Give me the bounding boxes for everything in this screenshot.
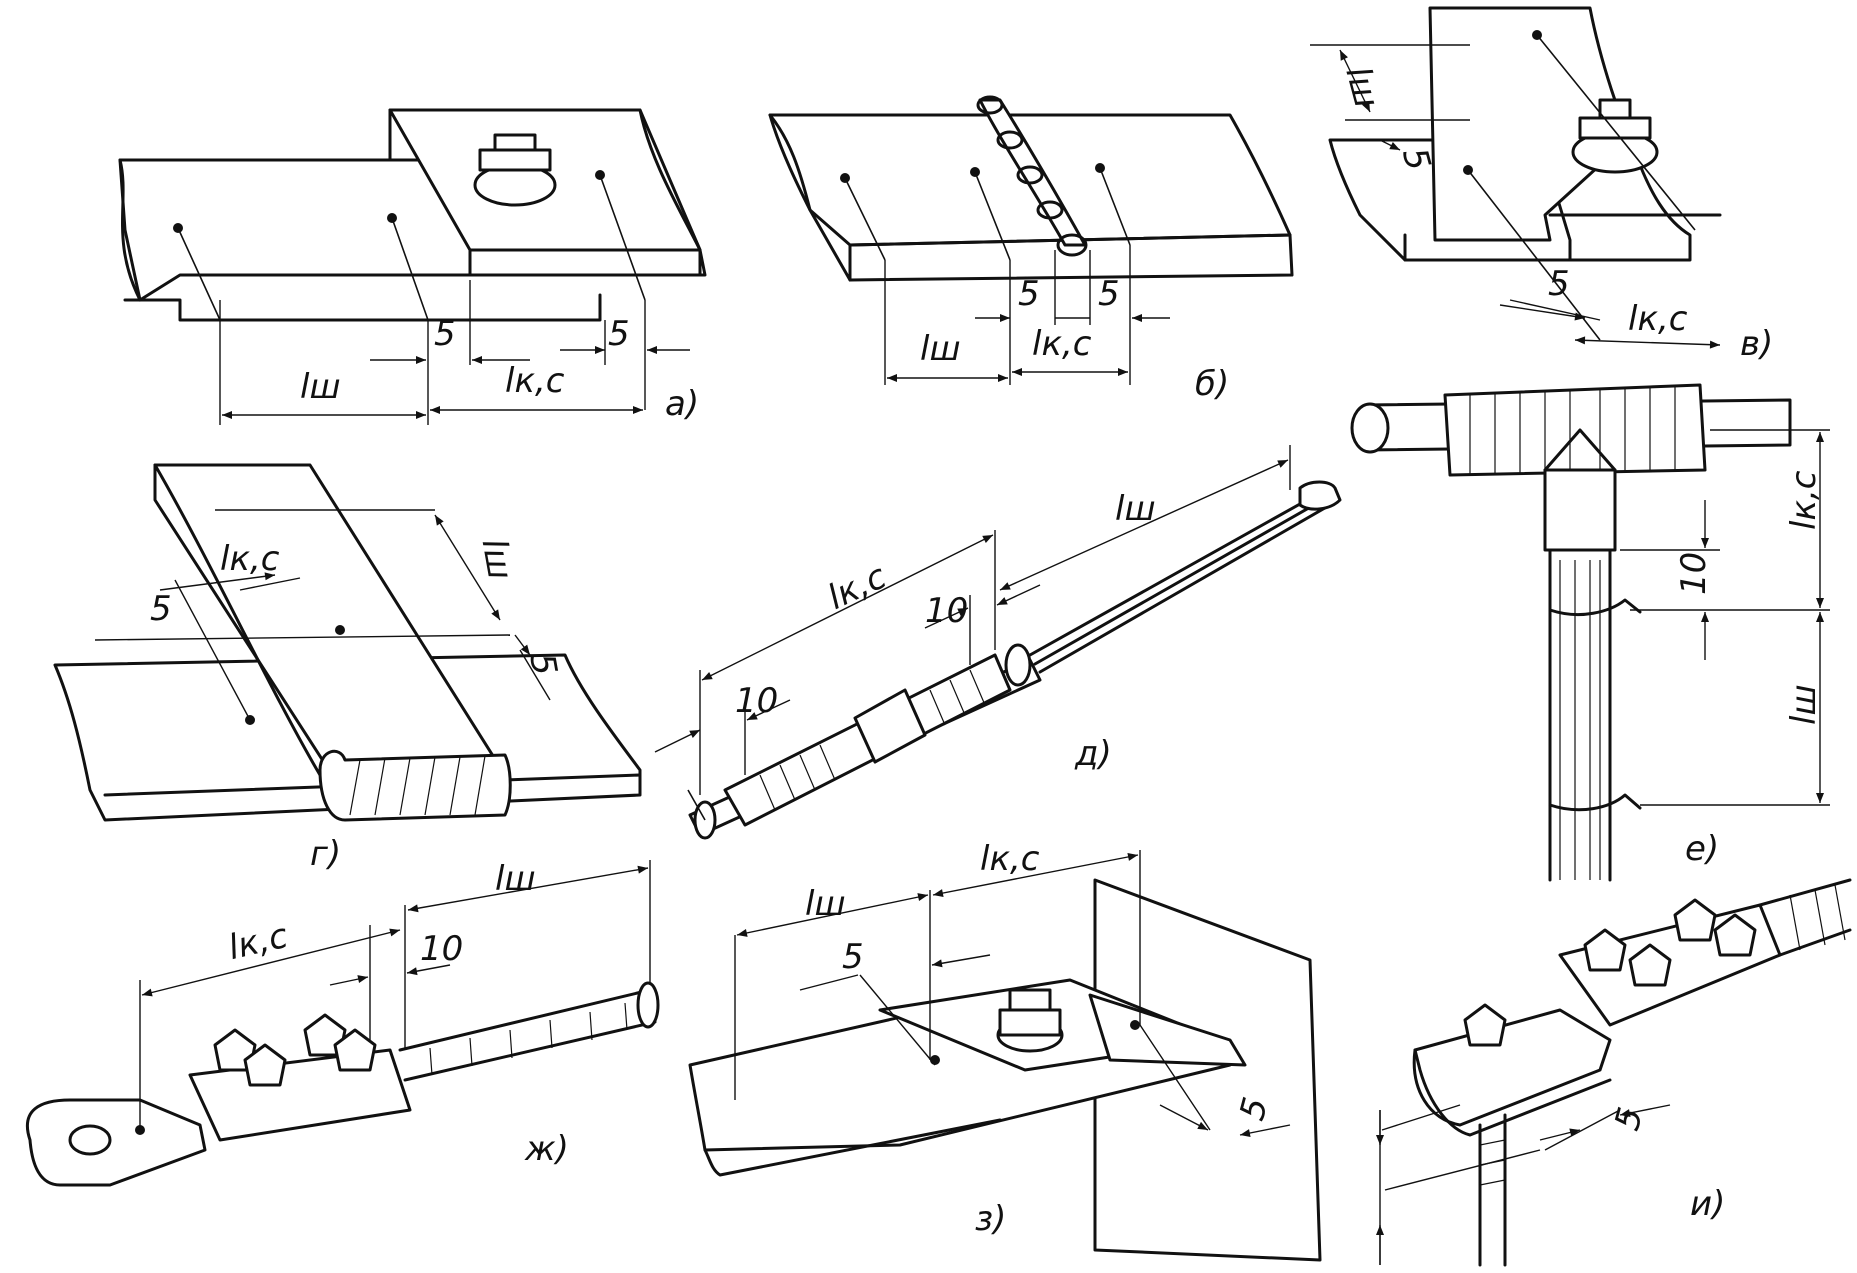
bolt-v bbox=[1571, 98, 1659, 174]
caption-v: в) bbox=[1740, 324, 1773, 364]
diagram-z-strip-to-wall: lш lк,с 5 5 з) bbox=[688, 839, 1322, 1262]
dim-d-10-left: 10 bbox=[735, 681, 778, 721]
dim-a-lks: lк,с bbox=[505, 361, 565, 401]
dim-zh-lsh: lш bbox=[495, 859, 536, 899]
dim-d-lks: lк,с bbox=[822, 556, 893, 618]
caption-z: з) bbox=[975, 1199, 1006, 1239]
dim-v-5-bottom: 5 bbox=[1548, 264, 1570, 304]
dim-b-lsh: lш bbox=[920, 329, 961, 369]
dim-v-lks: lк,с bbox=[1628, 299, 1688, 339]
diagram-b-welded-butt: 5 5 lш lк,с б) bbox=[768, 95, 1294, 404]
diagram-i-clamp-rod: 5 и) bbox=[1376, 878, 1852, 1267]
dim-e-10: 10 bbox=[1674, 552, 1714, 595]
dim-v-lsh: lш bbox=[1337, 62, 1386, 112]
dim-v-5-top: 5 bbox=[1394, 144, 1438, 175]
dim-d-lsh: lш bbox=[1115, 489, 1156, 529]
diagram-v-cross-bolted: lш 5 5 lк,с в) bbox=[1310, 6, 1773, 364]
diagram-zh-lug-clamps: lк,с 10 lш ж) bbox=[25, 859, 660, 1187]
dim-a-5-right: 5 bbox=[608, 314, 630, 354]
diagram-a-bolted-overlap: 5 5 lш lк,с а) bbox=[118, 108, 707, 425]
clamp-bolts-zh bbox=[213, 1013, 377, 1087]
dim-b-5-left: 5 bbox=[1018, 274, 1040, 314]
caption-i: и) bbox=[1690, 1184, 1725, 1224]
diagram-d-inline-sleeve: 10 lк,с 10 lш д) bbox=[654, 445, 1342, 840]
caption-d: д) bbox=[1074, 734, 1112, 774]
wrap-coil-g bbox=[318, 749, 512, 822]
dim-i-5: 5 bbox=[1607, 1103, 1651, 1134]
weld-bead-b bbox=[976, 95, 1088, 257]
dim-d-10-right: 10 bbox=[925, 591, 968, 631]
dim-z-lks: lк,с bbox=[980, 839, 1040, 879]
caption-zh: ж) bbox=[524, 1129, 569, 1169]
caption-e: е) bbox=[1685, 829, 1719, 869]
clamp-bolts-i bbox=[1463, 898, 1757, 1047]
diagram-e-t-branch: lк,с 10 lш е) bbox=[1350, 383, 1830, 882]
caption-g: г) bbox=[310, 834, 341, 874]
dim-g-lks: lк,с bbox=[220, 539, 280, 579]
sleeve-d bbox=[723, 653, 1012, 827]
bolt-z bbox=[996, 988, 1064, 1053]
dim-a-5-left: 5 bbox=[434, 314, 456, 354]
dim-z-lsh: lш bbox=[805, 884, 846, 924]
caption-b: б) bbox=[1195, 364, 1229, 404]
diagram-g-wrapped-tee: 5 lк,с lш 5 г) bbox=[53, 463, 642, 874]
dim-b-5-right: 5 bbox=[1098, 274, 1120, 314]
bolt-a bbox=[473, 133, 557, 207]
dim-e-lsh: lш bbox=[1784, 684, 1824, 725]
dim-e-lks: lк,с bbox=[1784, 470, 1824, 530]
dim-z-5-right: 5 bbox=[1232, 1093, 1276, 1124]
dim-g-lsh: lш bbox=[474, 536, 520, 583]
caption-a: а) bbox=[665, 384, 699, 424]
dim-z-5-top: 5 bbox=[842, 937, 864, 977]
dim-g-5-left: 5 bbox=[150, 589, 172, 629]
dim-b-lks: lк,с bbox=[1032, 324, 1092, 364]
dim-zh-10: 10 bbox=[420, 929, 463, 969]
dim-a-lsh: lш bbox=[300, 367, 341, 407]
